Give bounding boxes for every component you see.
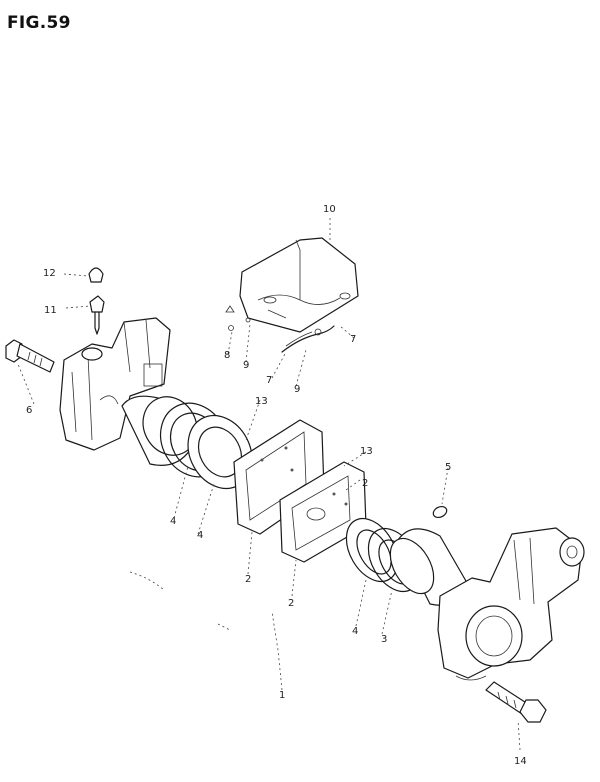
callout-13a: 13 xyxy=(255,396,268,407)
callout-labels: 10 12 11 6 8 9 7 7 9 13 13 2 5 4 4 2 2 4… xyxy=(26,204,527,767)
callout-7a: 7 xyxy=(350,334,356,345)
callout-4b: 4 xyxy=(352,626,358,637)
callout-10: 10 xyxy=(323,204,336,215)
pad-spring-part xyxy=(225,305,335,353)
callout-4a: 4 xyxy=(197,530,203,541)
piston-stop-ring-part xyxy=(432,505,448,519)
bleeder-screw-part xyxy=(89,295,105,335)
leader-lines xyxy=(17,218,521,751)
callout-3: 3 xyxy=(381,634,387,645)
caliper-half-left-part xyxy=(59,317,171,451)
callout-14: 14 xyxy=(514,756,527,767)
piston-right-part xyxy=(389,528,471,606)
callout-11: 11 xyxy=(44,305,57,316)
callout-12: 12 xyxy=(43,268,56,279)
callout-5: 5 xyxy=(445,462,451,473)
callout-8: 8 xyxy=(224,350,230,361)
callout-2a: 2 xyxy=(245,574,251,585)
callout-2c: 2 xyxy=(362,478,368,489)
callout-1: 1 xyxy=(279,690,285,701)
caliper-bolt-left-part xyxy=(5,339,55,373)
figure-title: FIG.59 xyxy=(7,13,71,33)
callout-6: 6 xyxy=(26,405,32,416)
pad-cover-part xyxy=(239,237,359,333)
caliper-half-right-part xyxy=(437,527,585,681)
callout-2b: 2 xyxy=(288,598,294,609)
callout-7b: 7 xyxy=(266,375,272,386)
callout-4c: 4 xyxy=(170,516,176,527)
dust-seal-right-part xyxy=(345,517,399,583)
caliper-bolt-right-part xyxy=(485,681,547,723)
bleeder-cap-part xyxy=(88,267,104,283)
callout-9b: 9 xyxy=(294,384,300,395)
callout-9a: 9 xyxy=(243,360,249,371)
callout-13b: 13 xyxy=(360,446,373,457)
